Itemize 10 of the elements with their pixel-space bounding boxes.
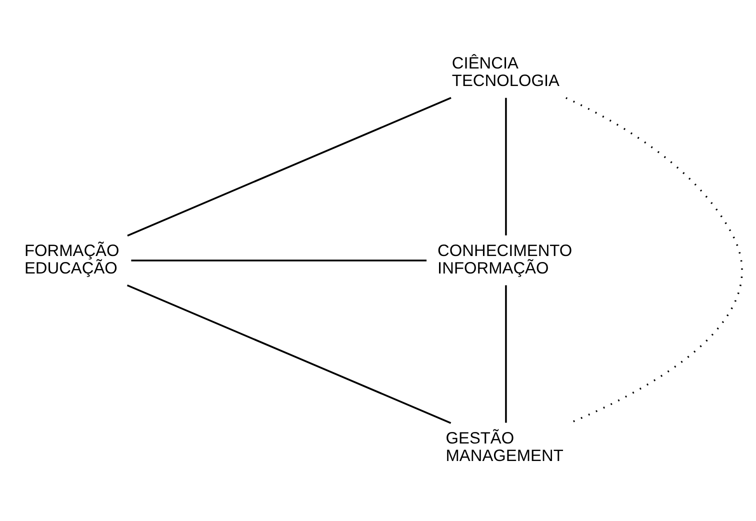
- connector: [127, 97, 452, 236]
- node-text: GESTÃO MANAGEMENT: [446, 429, 564, 466]
- connector: [505, 98, 507, 236]
- connector: [131, 260, 427, 262]
- node-text: CIÊNCIA TECNOLOGIA: [452, 54, 560, 90]
- connector: [126, 284, 452, 424]
- connector: [566, 97, 743, 424]
- connector: [505, 285, 507, 423]
- node-text: CONHECIMENTO INFORMAÇÃO: [438, 242, 572, 278]
- node-text: FORMAÇÃO EDUCAÇÃO: [24, 242, 120, 278]
